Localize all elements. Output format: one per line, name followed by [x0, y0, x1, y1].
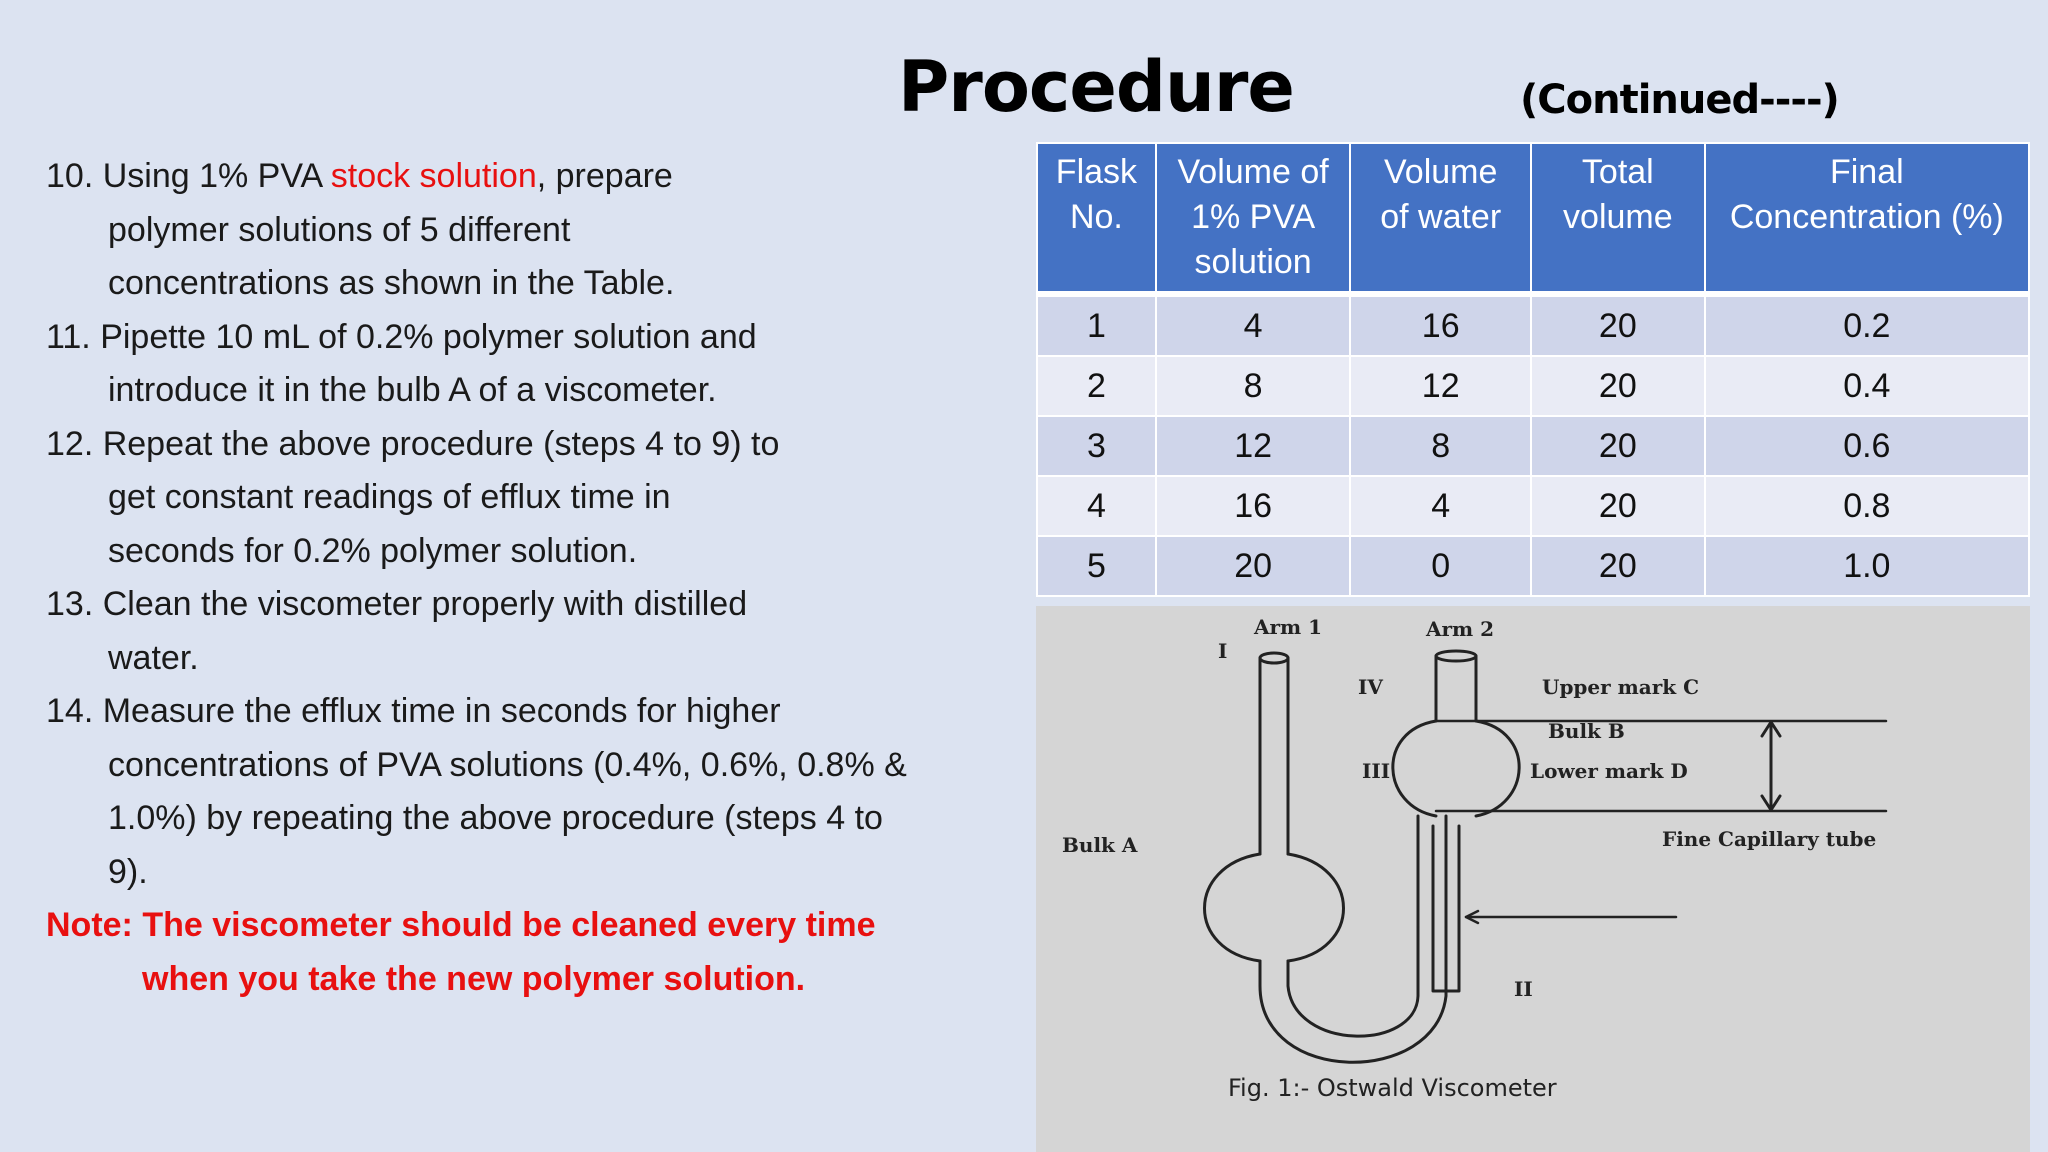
table-cell: 12 — [1154, 415, 1352, 477]
table-cell: 5 — [1036, 535, 1157, 597]
step-10-line-3: concentrations as shown in the Table. — [108, 264, 675, 302]
table-cell: 20 — [1530, 293, 1706, 357]
step-10-text-a: 10. Using 1% PVA — [46, 157, 331, 195]
table-cell: 20 — [1530, 355, 1706, 417]
step-12-line-3: seconds for 0.2% polymer solution. — [108, 531, 638, 570]
table-cell: 0.8 — [1703, 475, 2031, 537]
table-cell: 8 — [1154, 355, 1352, 417]
table-cell: 2 — [1036, 355, 1157, 417]
label-roman-2: II — [1514, 977, 1533, 1001]
note-line-1: Note: The viscometer should be cleaned e… — [46, 906, 876, 944]
step-10-text-b: , prepare — [536, 157, 673, 195]
ostwald-viscometer-diagram: Arm 1 Arm 2 I IV III II Upper mark C Bul… — [1062, 615, 1888, 1102]
arm-1-tube — [1258, 656, 1290, 856]
table-cell: 0.2 — [1703, 293, 2031, 357]
page-title: Procedure — [898, 46, 1295, 128]
arm-2-tube — [1434, 654, 1478, 723]
figure-caption: Fig. 1:- Ostwald Viscometer — [1228, 1074, 1557, 1102]
step-11: 11. Pipette 10 mL of 0.2% polymer soluti… — [46, 311, 946, 418]
table-cell: 16 — [1154, 475, 1352, 537]
label-roman-4: IV — [1358, 675, 1383, 699]
table-cell: 12 — [1349, 355, 1533, 417]
table-cell: 4 — [1036, 475, 1157, 537]
step-14-line-4: 9). — [108, 852, 148, 891]
note: Note: The viscometer should be cleaned e… — [46, 899, 946, 1006]
step-13-line-1: 13. Clean the viscometer properly with d… — [46, 585, 748, 623]
label-fine-capillary: Fine Capillary tube — [1662, 827, 1876, 851]
step-14-line-1: 14. Measure the efflux time in seconds f… — [46, 692, 781, 730]
step-14-line-3: 1.0%) by repeating the above procedure (… — [108, 799, 883, 837]
capillary-tube — [1416, 814, 1461, 993]
table-cell: 0.6 — [1703, 415, 2031, 477]
table-cell: 16 — [1349, 293, 1533, 357]
table-row: 4 16 4 20 0.8 — [1036, 475, 2031, 537]
mark-lines — [1434, 719, 1888, 813]
table-row: 5 20 0 20 1.0 — [1036, 535, 2031, 597]
step-13-line-2: water. — [108, 638, 199, 677]
table-row: 2 8 12 20 0.4 — [1036, 355, 2031, 417]
label-upper-mark: Upper mark C — [1542, 675, 1699, 699]
label-bulk-a: Bulk A — [1062, 833, 1138, 857]
step-10: 10. Using 1% PVA stock solution, prepare… — [46, 150, 946, 311]
label-bulk-b: Bulk B — [1548, 719, 1625, 743]
u-bend-outer — [1258, 924, 1448, 1064]
step-12-line-1: 12. Repeat the above procedure (steps 4 … — [46, 424, 780, 463]
bulb-a — [1203, 852, 1345, 963]
table-cell: 8 — [1349, 415, 1533, 477]
table-row: 3 12 8 20 0.6 — [1036, 415, 2031, 477]
step-14-line-2: concentrations of PVA solutions (0.4%, 0… — [108, 745, 907, 784]
table-cell: 4 — [1154, 293, 1352, 357]
u-bend-inner — [1286, 924, 1420, 1038]
table-cell: 0 — [1349, 535, 1533, 597]
table-cell: 1.0 — [1703, 535, 2031, 597]
table-cell: 20 — [1530, 535, 1706, 597]
note-line-2: when you take the new polymer solution. — [142, 959, 806, 998]
table-cell: 0.4 — [1703, 355, 2031, 417]
label-arm-2: Arm 2 — [1425, 617, 1494, 641]
step-13: 13. Clean the viscometer properly with d… — [46, 578, 946, 685]
step-12: 12. Repeat the above procedure (steps 4 … — [46, 418, 946, 579]
bulb-b — [1391, 719, 1521, 818]
page-subtitle: (Continued----) — [1520, 77, 1840, 123]
viscometer-figure: Arm 1 Arm 2 I IV III II Upper mark C Bul… — [1036, 606, 2030, 1152]
step-11-line-2: introduce it in the bulb A of a viscomet… — [108, 371, 717, 409]
step-10-highlight: stock solution — [330, 157, 537, 195]
label-arm-1: Arm 1 — [1253, 615, 1322, 639]
table-cell: 20 — [1154, 535, 1352, 597]
table-row: 1 4 16 20 0.2 — [1036, 293, 2031, 357]
table-cell: 3 — [1036, 415, 1157, 477]
step-14: 14. Measure the efflux time in seconds f… — [46, 685, 946, 899]
step-10-line-2: polymer solutions of 5 different — [108, 210, 571, 249]
procedure-steps: 10. Using 1% PVA stock solution, prepare… — [46, 150, 946, 1006]
label-roman-1: I — [1218, 639, 1227, 663]
label-roman-3: III — [1362, 759, 1390, 783]
step-12-line-2: get constant readings of efflux time in — [108, 478, 671, 516]
table-cell: 4 — [1349, 475, 1533, 537]
table-cell: 1 — [1036, 293, 1157, 357]
table-cell: 20 — [1530, 415, 1706, 477]
table-cell: 20 — [1530, 475, 1706, 537]
step-11-line-1: 11. Pipette 10 mL of 0.2% polymer soluti… — [46, 317, 757, 356]
label-lower-mark: Lower mark D — [1530, 759, 1688, 783]
